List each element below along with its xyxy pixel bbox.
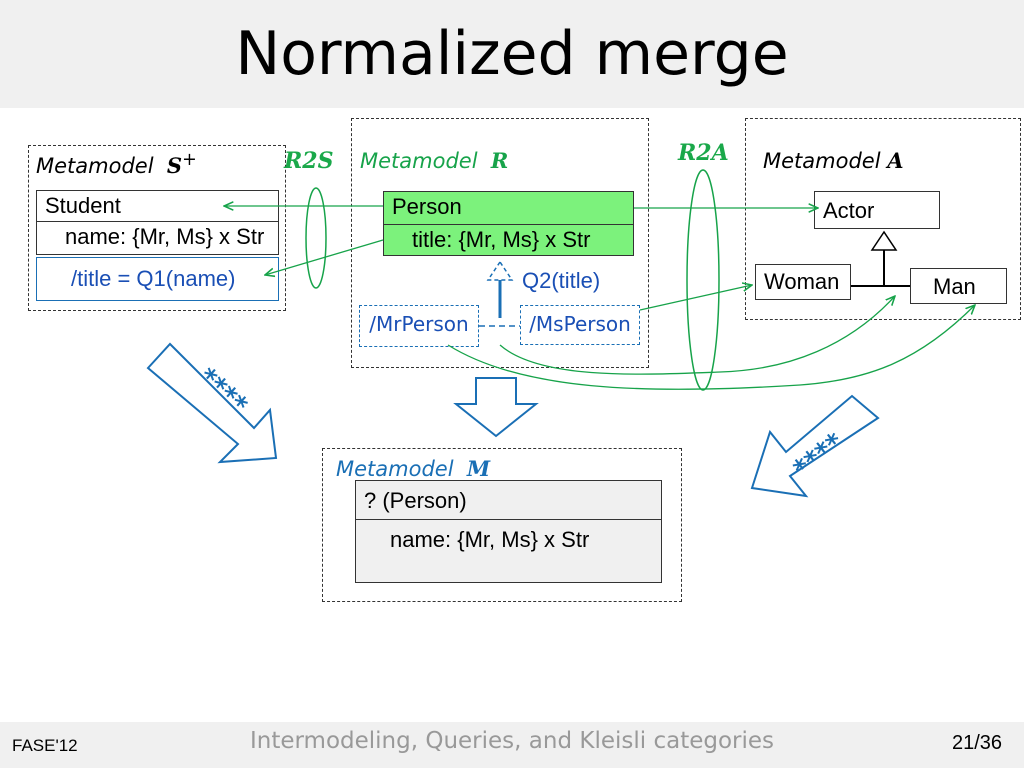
- metamodel-s-label: Metamodel S+: [36, 150, 197, 178]
- r2a-oval: [686, 169, 720, 391]
- person-class-header: Person: [383, 191, 634, 225]
- link-msperson-woman: [639, 285, 752, 311]
- metamodel-s-symbol: S: [166, 153, 183, 178]
- left-merge-arrow: ****: [146, 342, 278, 464]
- stars-right: ****: [788, 427, 850, 484]
- package-metamodel-s: [28, 145, 286, 311]
- metamodel-s-sup: +: [182, 150, 197, 170]
- footer-bar: [0, 722, 1024, 768]
- student-class-header: Student: [36, 190, 279, 222]
- metamodel-r-label: Metamodel R: [360, 148, 508, 173]
- metamodel-r-symbol: R: [490, 148, 509, 173]
- slide-title: Normalized merge: [235, 19, 789, 89]
- student-derived-box: /title = Q1(name): [36, 257, 279, 301]
- person-class-name: Person: [392, 194, 462, 219]
- q2-label: Q2(title): [522, 268, 601, 293]
- footer-title: Intermodeling, Queries, and Kleisli cate…: [249, 728, 775, 754]
- merged-class-header: ? (Person): [355, 480, 662, 520]
- metamodel-s-text: Metamodel: [36, 154, 154, 178]
- title-bar: [0, 0, 1024, 108]
- merged-class-name: ? (Person): [364, 488, 467, 513]
- woman-class: Woman: [755, 264, 851, 300]
- r2a-label: R2A: [678, 140, 729, 166]
- r2s-label: R2S: [284, 148, 334, 174]
- student-class-attrs: name: {Mr, Ms} x Str: [36, 221, 279, 255]
- actor-class-name: Actor: [823, 198, 875, 223]
- mrperson-view: /MrPerson: [359, 305, 479, 347]
- r2s-oval: [305, 187, 327, 289]
- right-merge-arrow: ****: [750, 394, 880, 498]
- metamodel-a-text: Metamodel: [763, 149, 881, 173]
- person-attr: title: {Mr, Ms} x Str: [412, 227, 591, 252]
- student-class-name: Student: [45, 193, 121, 218]
- person-class-attrs: title: {Mr, Ms} x Str: [383, 224, 634, 256]
- metamodel-m-symbol: M: [466, 456, 491, 481]
- actor-class: Actor: [814, 191, 940, 229]
- down-arrow: [453, 377, 539, 438]
- man-class: Man: [910, 268, 1007, 304]
- merged-attr: name: {Mr, Ms} x Str: [390, 527, 590, 552]
- msperson-view: /MsPerson: [520, 305, 640, 345]
- metamodel-a-symbol: A: [887, 148, 904, 173]
- slide-number: 21/36: [952, 732, 1003, 754]
- metamodel-m-label: Metamodel M: [336, 456, 490, 481]
- student-derived-attr: /title = Q1(name): [71, 266, 236, 291]
- metamodel-a-label: Metamodel A: [763, 148, 904, 173]
- metamodel-m-text: Metamodel: [336, 457, 454, 481]
- man-class-name: Man: [933, 274, 976, 299]
- merged-class-attrs: name: {Mr, Ms} x Str: [355, 519, 662, 583]
- metamodel-r-text: Metamodel: [360, 149, 478, 173]
- student-attr: name: {Mr, Ms} x Str: [65, 224, 265, 249]
- stars-left: ****: [192, 362, 253, 421]
- footer-conference: FASE'12: [12, 736, 78, 755]
- woman-class-name: Woman: [764, 269, 840, 294]
- package-metamodel-m: [322, 448, 682, 602]
